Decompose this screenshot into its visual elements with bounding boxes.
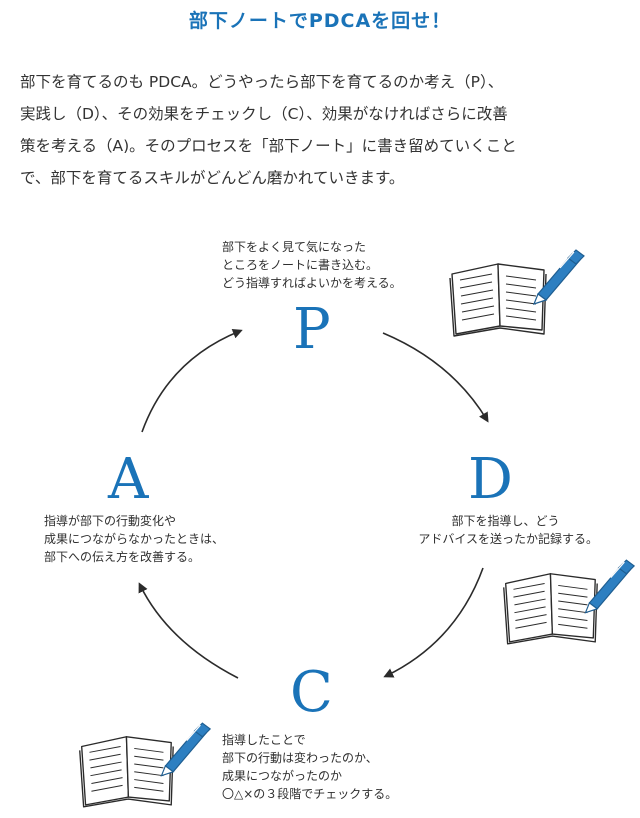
step-c-note: 指導したことで 部下の行動は変わったのか、 成果につながったのか 〇△×の３段階… (222, 731, 397, 803)
intro-line: 部下を育てるのも PDCA。どうやったら部下を育てるのか考え（P）、 (20, 73, 504, 91)
page-title: 部下ノートでPDCAを回せ！ (188, 10, 452, 32)
step-d-note-line: 部下を指導し、どう (451, 514, 560, 528)
step-c-note-line: 部下の行動は変わったのか、 (222, 751, 378, 765)
notebook-with-pen-icon (503, 559, 636, 645)
step-c-note-line: 〇△×の３段階でチェックする。 (222, 787, 398, 801)
step-a-letter: A (108, 447, 149, 512)
step-a-note-line: 指導が部下の行動変化や (44, 514, 177, 528)
intro-line: 実践し（D）、その効果をチェックし（C）、効果がなければさらに改善 (20, 105, 508, 123)
step-d-note-line: アドバイスを送ったか記録する。 (418, 532, 598, 546)
step-p-note-line: 部下をよく見て気になった (222, 240, 367, 254)
step-p-letter: P (293, 297, 331, 362)
step-c-note-line: 指導したことで (222, 733, 306, 747)
intro-line: 策を考える（A)。そのプロセスを「部下ノート」に書き留めていくこと (20, 137, 517, 155)
arrow-p-to-d (382, 332, 489, 423)
notebook-with-pen-icon (79, 722, 212, 808)
intro-line: で、部下を育てるスキルがどんどん磨かれていきます。 (20, 169, 405, 187)
step-a-note-line: 部下への伝え方を改善する。 (44, 550, 201, 564)
step-p-note-line: ところをノートに書き込む。 (222, 258, 379, 272)
step-p-note-line: どう指導すればよいかを考える。 (222, 276, 402, 290)
step-a-note-line: 成果につながらなかったときは、 (44, 532, 225, 546)
step-p-note: 部下をよく見て気になった ところをノートに書き込む。 どう指導すればよいかを考え… (222, 238, 402, 292)
notebook-with-pen-icon (449, 249, 585, 337)
arrow-c-to-a (138, 582, 239, 679)
step-a-note: 指導が部下の行動変化や 成果につながらなかったときは、 部下への伝え方を改善する… (44, 512, 224, 566)
step-c-letter: C (290, 660, 333, 725)
step-d-note: 部下を指導し、どう アドバイスを送ったか記録する。 (393, 512, 598, 548)
step-c-note-line: 成果につながったのか (222, 769, 343, 783)
arrow-d-to-c (383, 567, 484, 678)
step-d-letter: D (468, 447, 513, 512)
arrow-a-to-p (141, 328, 243, 433)
intro-paragraph: 部下を育てるのも PDCA。どうやったら部下を育てるのか考え（P）、 実践し（D… (20, 66, 626, 194)
